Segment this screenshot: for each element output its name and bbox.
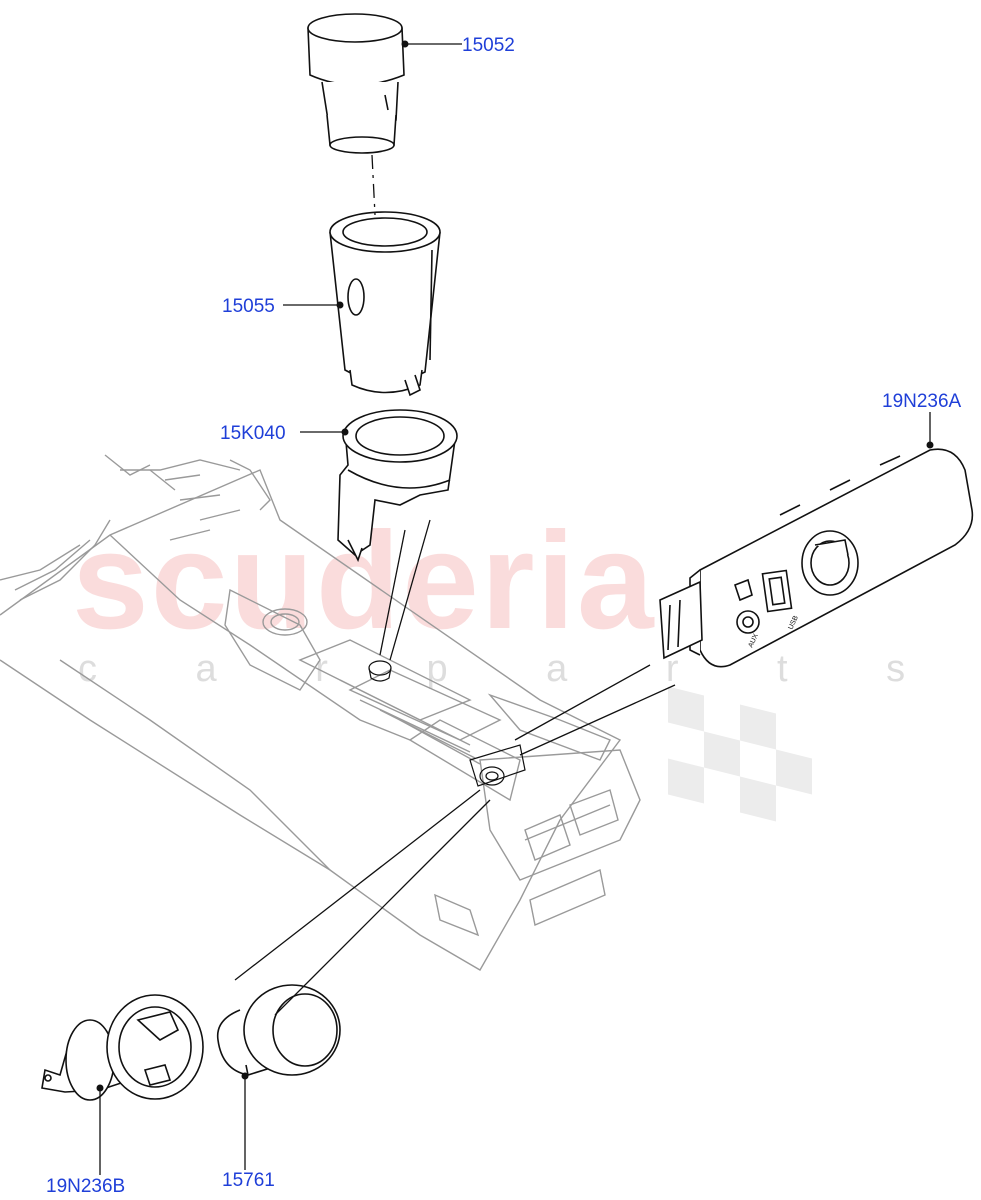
callout-15052: 15052 [462, 35, 515, 56]
leader-dots [96, 40, 934, 1092]
callout-15K040: 15K040 [220, 423, 286, 444]
watermark-checker [668, 686, 812, 822]
center-console [0, 454, 641, 971]
console-socket [368, 660, 526, 787]
retainer-15K040 [337, 409, 458, 563]
socket-housing-19N236B [41, 994, 204, 1101]
callout-15055: 15055 [222, 296, 275, 317]
leader-lines [99, 43, 931, 1175]
socket-body-15055 [329, 211, 441, 397]
cap-15761 [216, 984, 341, 1076]
callout-15761: 15761 [222, 1170, 275, 1191]
watermark-tagline: c a r p a r t s [78, 648, 950, 690]
callout-19N236B: 19N236B [46, 1176, 126, 1197]
usb-aux-panel-19N236A [659, 448, 974, 668]
callout-19N236A: 19N236A [882, 391, 962, 412]
lighter-element-15052 [307, 13, 405, 154]
